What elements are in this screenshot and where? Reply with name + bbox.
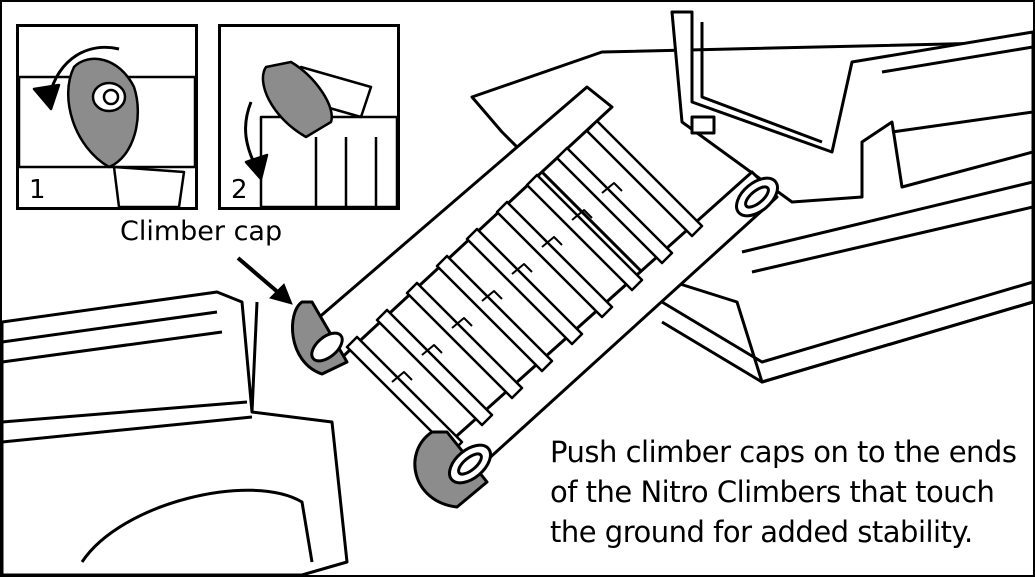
nitro-climber: [291, 85, 779, 509]
step-1-drawing: [19, 45, 195, 207]
step-2-drawing: [244, 60, 397, 207]
callout-arrow: [236, 256, 293, 305]
step-1-number: 1: [29, 175, 46, 205]
instruction-line-1: Push climber caps on to the ends: [550, 435, 1017, 469]
step-2-inset: 2: [218, 24, 400, 210]
instruction-line-2: of the Nitro Climbers that touch: [550, 475, 995, 509]
instruction-line-3: the ground for added stability.: [550, 515, 973, 549]
step-2-number: 2: [231, 175, 248, 205]
climber-cap-label: Climber cap: [120, 216, 283, 247]
step-1-inset: 1: [16, 24, 198, 210]
upper-right-cage: [670, 10, 1033, 204]
instruction-text: Push climber caps on to the ends of the …: [550, 432, 1030, 552]
left-base-structure: [2, 290, 349, 575]
